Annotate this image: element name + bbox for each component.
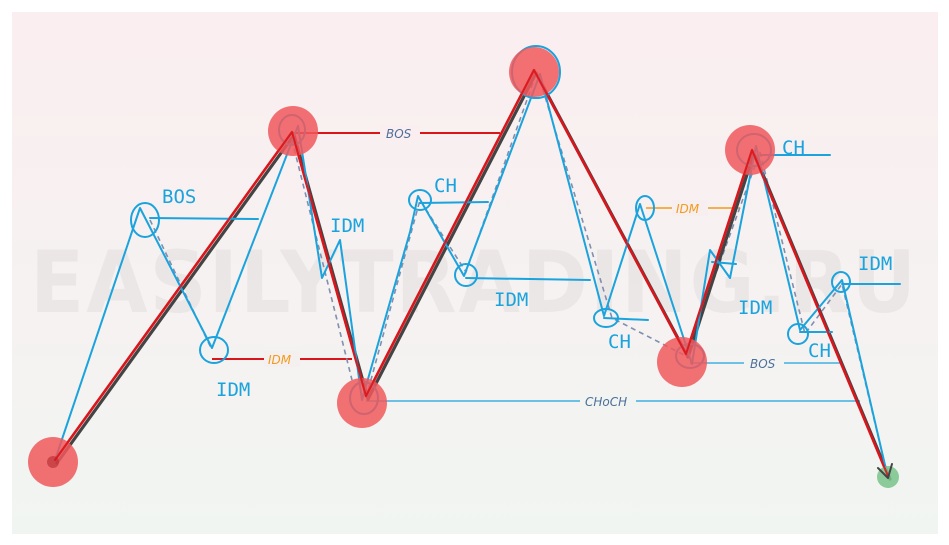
hand-label-ch3: CH: [808, 340, 831, 362]
hand-circle-idm1: [199, 336, 229, 364]
handwritten-labels: BOS IDM IDM CH IDM CH IDM CH CH IDM: [162, 137, 892, 401]
bos-right-label: BOS: [750, 357, 776, 371]
hand-label-ch2: CH: [608, 331, 631, 353]
hand-circle-ch3: [787, 323, 809, 345]
hand-label-bos: BOS: [162, 186, 196, 208]
printed-labels: BOS IDM IDM CHoCH BOS: [264, 125, 784, 409]
swing-marker-high1: [268, 106, 318, 156]
hand-circle-ch2: [593, 308, 619, 328]
swing-marker-high3: [725, 125, 775, 175]
idm-right-label: IDM: [676, 202, 700, 216]
hand-label-idm3: IDM: [494, 289, 528, 311]
hand-label-idm4: IDM: [738, 297, 772, 319]
choch-label: CHoCH: [585, 395, 627, 409]
internal-line-leg1: [54, 125, 299, 461]
hand-label-ch1: CH: [434, 175, 457, 197]
hand-circle-bos: [130, 202, 160, 238]
internal-line-leg3: [539, 73, 693, 365]
internal-line-leg2: [297, 73, 541, 401]
hand-circle-ch1: [408, 189, 432, 211]
hand-label-idm5: IDM: [858, 253, 892, 275]
hand-circle-idm3: [454, 263, 478, 287]
hand-idm3-line: [465, 277, 591, 281]
hand-ch2-line: [603, 317, 649, 321]
hand-circle-idmright: [635, 195, 655, 221]
swing-overlay: [54, 69, 893, 479]
idm-left-label: IDM: [268, 353, 292, 367]
hand-bos-underline: [149, 217, 259, 220]
diagram-background: [12, 12, 938, 534]
hand-circle-idm5: [831, 271, 851, 293]
hand-label-idm1: IDM: [216, 379, 250, 401]
bos-top-label: BOS: [386, 127, 412, 141]
hand-label-idm2: IDM: [330, 215, 364, 237]
swing-marker-low2: [657, 337, 707, 387]
hand-label-chtop: CH: [782, 137, 805, 159]
swing-marker-low1: [337, 378, 387, 428]
